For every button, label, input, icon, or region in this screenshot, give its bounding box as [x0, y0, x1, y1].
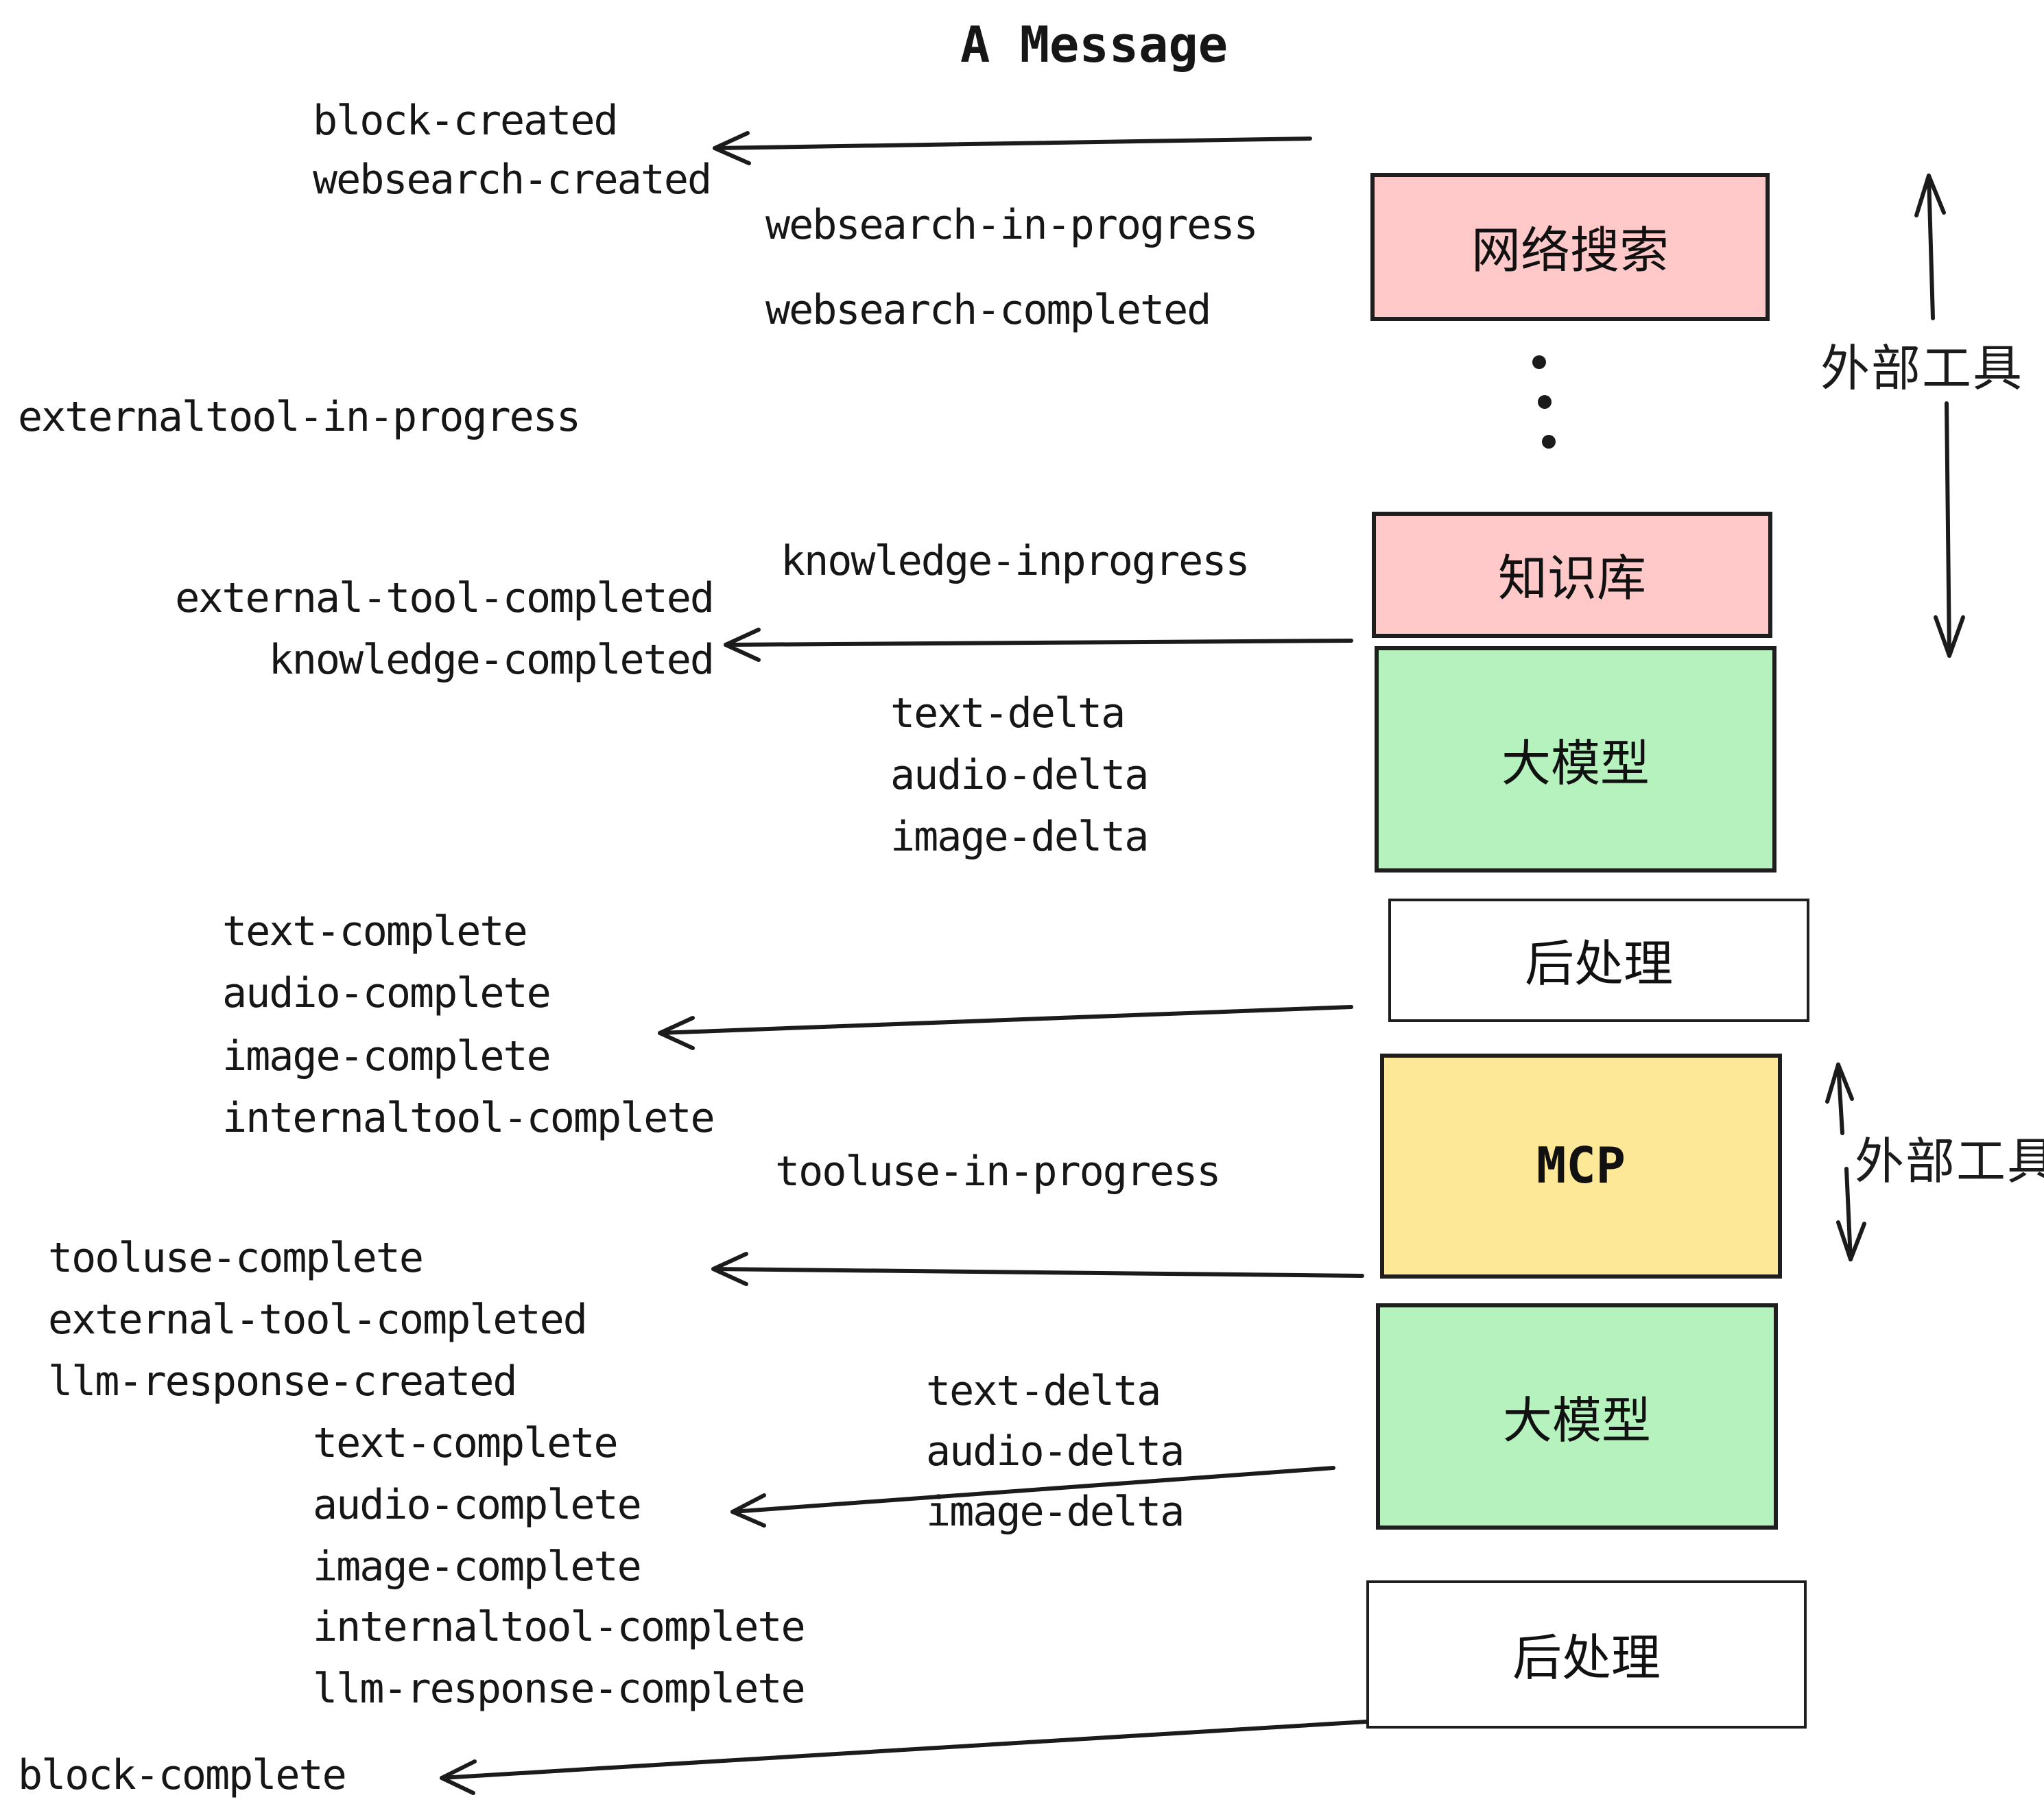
event-label-internaltool-complete-2: internaltool-complete: [313, 1604, 806, 1652]
box-postprocess-1-label: 后处理: [1524, 937, 1673, 993]
arrow-block-created: [713, 131, 1312, 165]
event-label-internaltool-complete: internaltool-complete: [222, 1095, 715, 1143]
arrow-image-complete: [658, 1005, 1353, 1050]
event-label-knowledge-inprogress: knowledge-inprogress: [781, 538, 1250, 586]
external-tools-note-top: 外部工具: [1820, 342, 2024, 398]
event-label-tooluse-complete: tooluse-complete: [48, 1235, 424, 1283]
box-knowledge-label: 知识库: [1497, 551, 1646, 608]
box-postprocess-2-label: 后处理: [1512, 1631, 1661, 1687]
box-postprocess-1: 后处理: [1388, 899, 1809, 1022]
arrow-knowledge-completed: [724, 628, 1353, 662]
event-label-audio-delta: audio-delta: [890, 752, 1149, 800]
event-label-text-delta-2: text-delta: [926, 1368, 1161, 1416]
ellipsis-dots-icon: [1532, 355, 1556, 449]
box-mcp: MCP: [1380, 1054, 1782, 1279]
event-label-image-complete: image-complete: [222, 1033, 551, 1081]
box-knowledge: 知识库: [1372, 512, 1772, 638]
event-label-image-delta-2: image-delta: [926, 1488, 1185, 1536]
event-label-text-complete: text-complete: [222, 908, 528, 956]
event-label-websearch-created: websearch-created: [313, 156, 712, 204]
event-label-llm-response-complete: llm-response-complete: [313, 1665, 806, 1713]
event-label-websearch-completed: websearch-completed: [765, 287, 1211, 335]
event-label-block-complete: block-complete: [18, 1752, 347, 1800]
box-websearch-label: 网络搜索: [1471, 224, 1669, 280]
arrow-tooluse-complete: [711, 1252, 1364, 1286]
event-label-audio-delta-2: audio-delta: [926, 1428, 1185, 1476]
box-postprocess-2: 后处理: [1366, 1580, 1807, 1729]
event-label-text-complete-2: text-complete: [313, 1420, 619, 1468]
event-label-llm-response-created: llm-response-created: [48, 1358, 517, 1406]
event-label-external-tool-completed-2: external-tool-completed: [48, 1296, 588, 1344]
event-label-external-tool-completed: external-tool-completed: [175, 575, 715, 623]
event-label-externaltool-in-progress: externaltool-in-progress: [18, 394, 581, 442]
event-label-text-delta: text-delta: [890, 690, 1126, 738]
external-tools-note-bottom: 外部工具: [1855, 1135, 2044, 1191]
box-llm-2-label: 大模型: [1502, 1393, 1651, 1449]
event-label-block-created: block-created: [313, 97, 619, 145]
external-tools-arrow-top: [1914, 174, 1965, 658]
box-mcp-label: MCP: [1536, 1138, 1626, 1194]
box-llm-1-label: 大模型: [1501, 736, 1650, 792]
box-llm-2: 大模型: [1376, 1303, 1778, 1530]
box-llm-1: 大模型: [1375, 646, 1776, 873]
diagram-title: A Message: [960, 18, 1228, 74]
event-label-websearch-in-progress: websearch-in-progress: [765, 202, 1259, 250]
event-label-knowledge-completed: knowledge-completed: [268, 637, 715, 685]
arrow-block-complete: [440, 1720, 1368, 1795]
event-label-image-delta: image-delta: [890, 814, 1149, 862]
event-label-audio-complete: audio-complete: [222, 970, 551, 1018]
event-label-audio-complete-2: audio-complete: [313, 1482, 642, 1530]
box-websearch: 网络搜索: [1370, 173, 1770, 321]
event-label-image-complete-2: image-complete: [313, 1543, 642, 1591]
event-label-tooluse-in-progress: tooluse-in-progress: [775, 1148, 1221, 1196]
